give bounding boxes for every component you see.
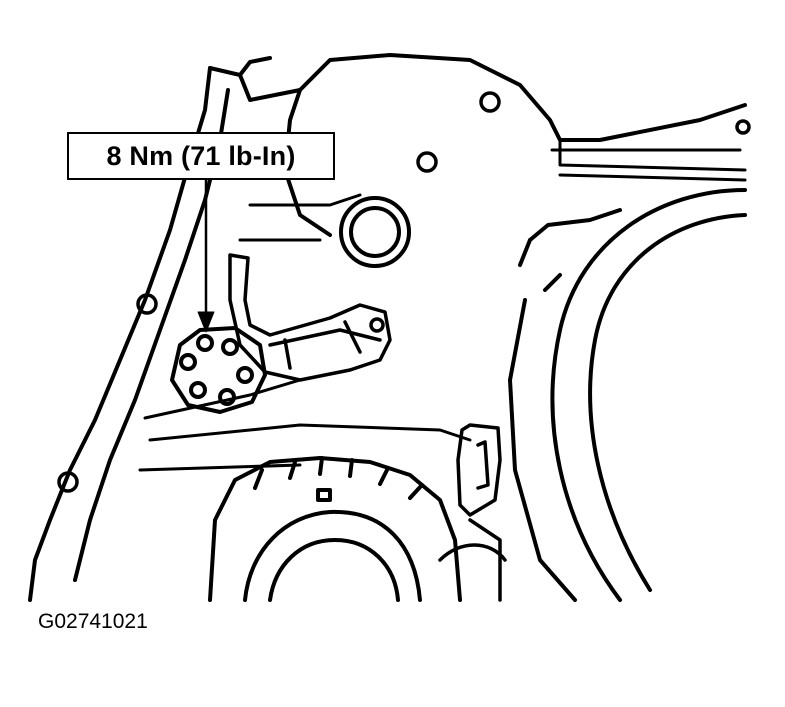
figure-id-label: G02741021 (38, 610, 148, 633)
cover-inner-lines (138, 138, 747, 472)
main-bore (508, 188, 747, 602)
callout-leader-arrow (197, 178, 215, 333)
torque-spec-label: 8 Nm (71 lb-In) (106, 140, 296, 171)
crank-gear (208, 456, 462, 602)
bolt-holes (57, 91, 751, 493)
sensor-housing (170, 326, 267, 414)
sensor-bracket (228, 253, 392, 382)
torque-spec-callout: 8 Nm (71 lb-In) (67, 132, 335, 180)
lower-bolt-boss (438, 423, 507, 602)
oil-seal-ring (339, 196, 411, 268)
